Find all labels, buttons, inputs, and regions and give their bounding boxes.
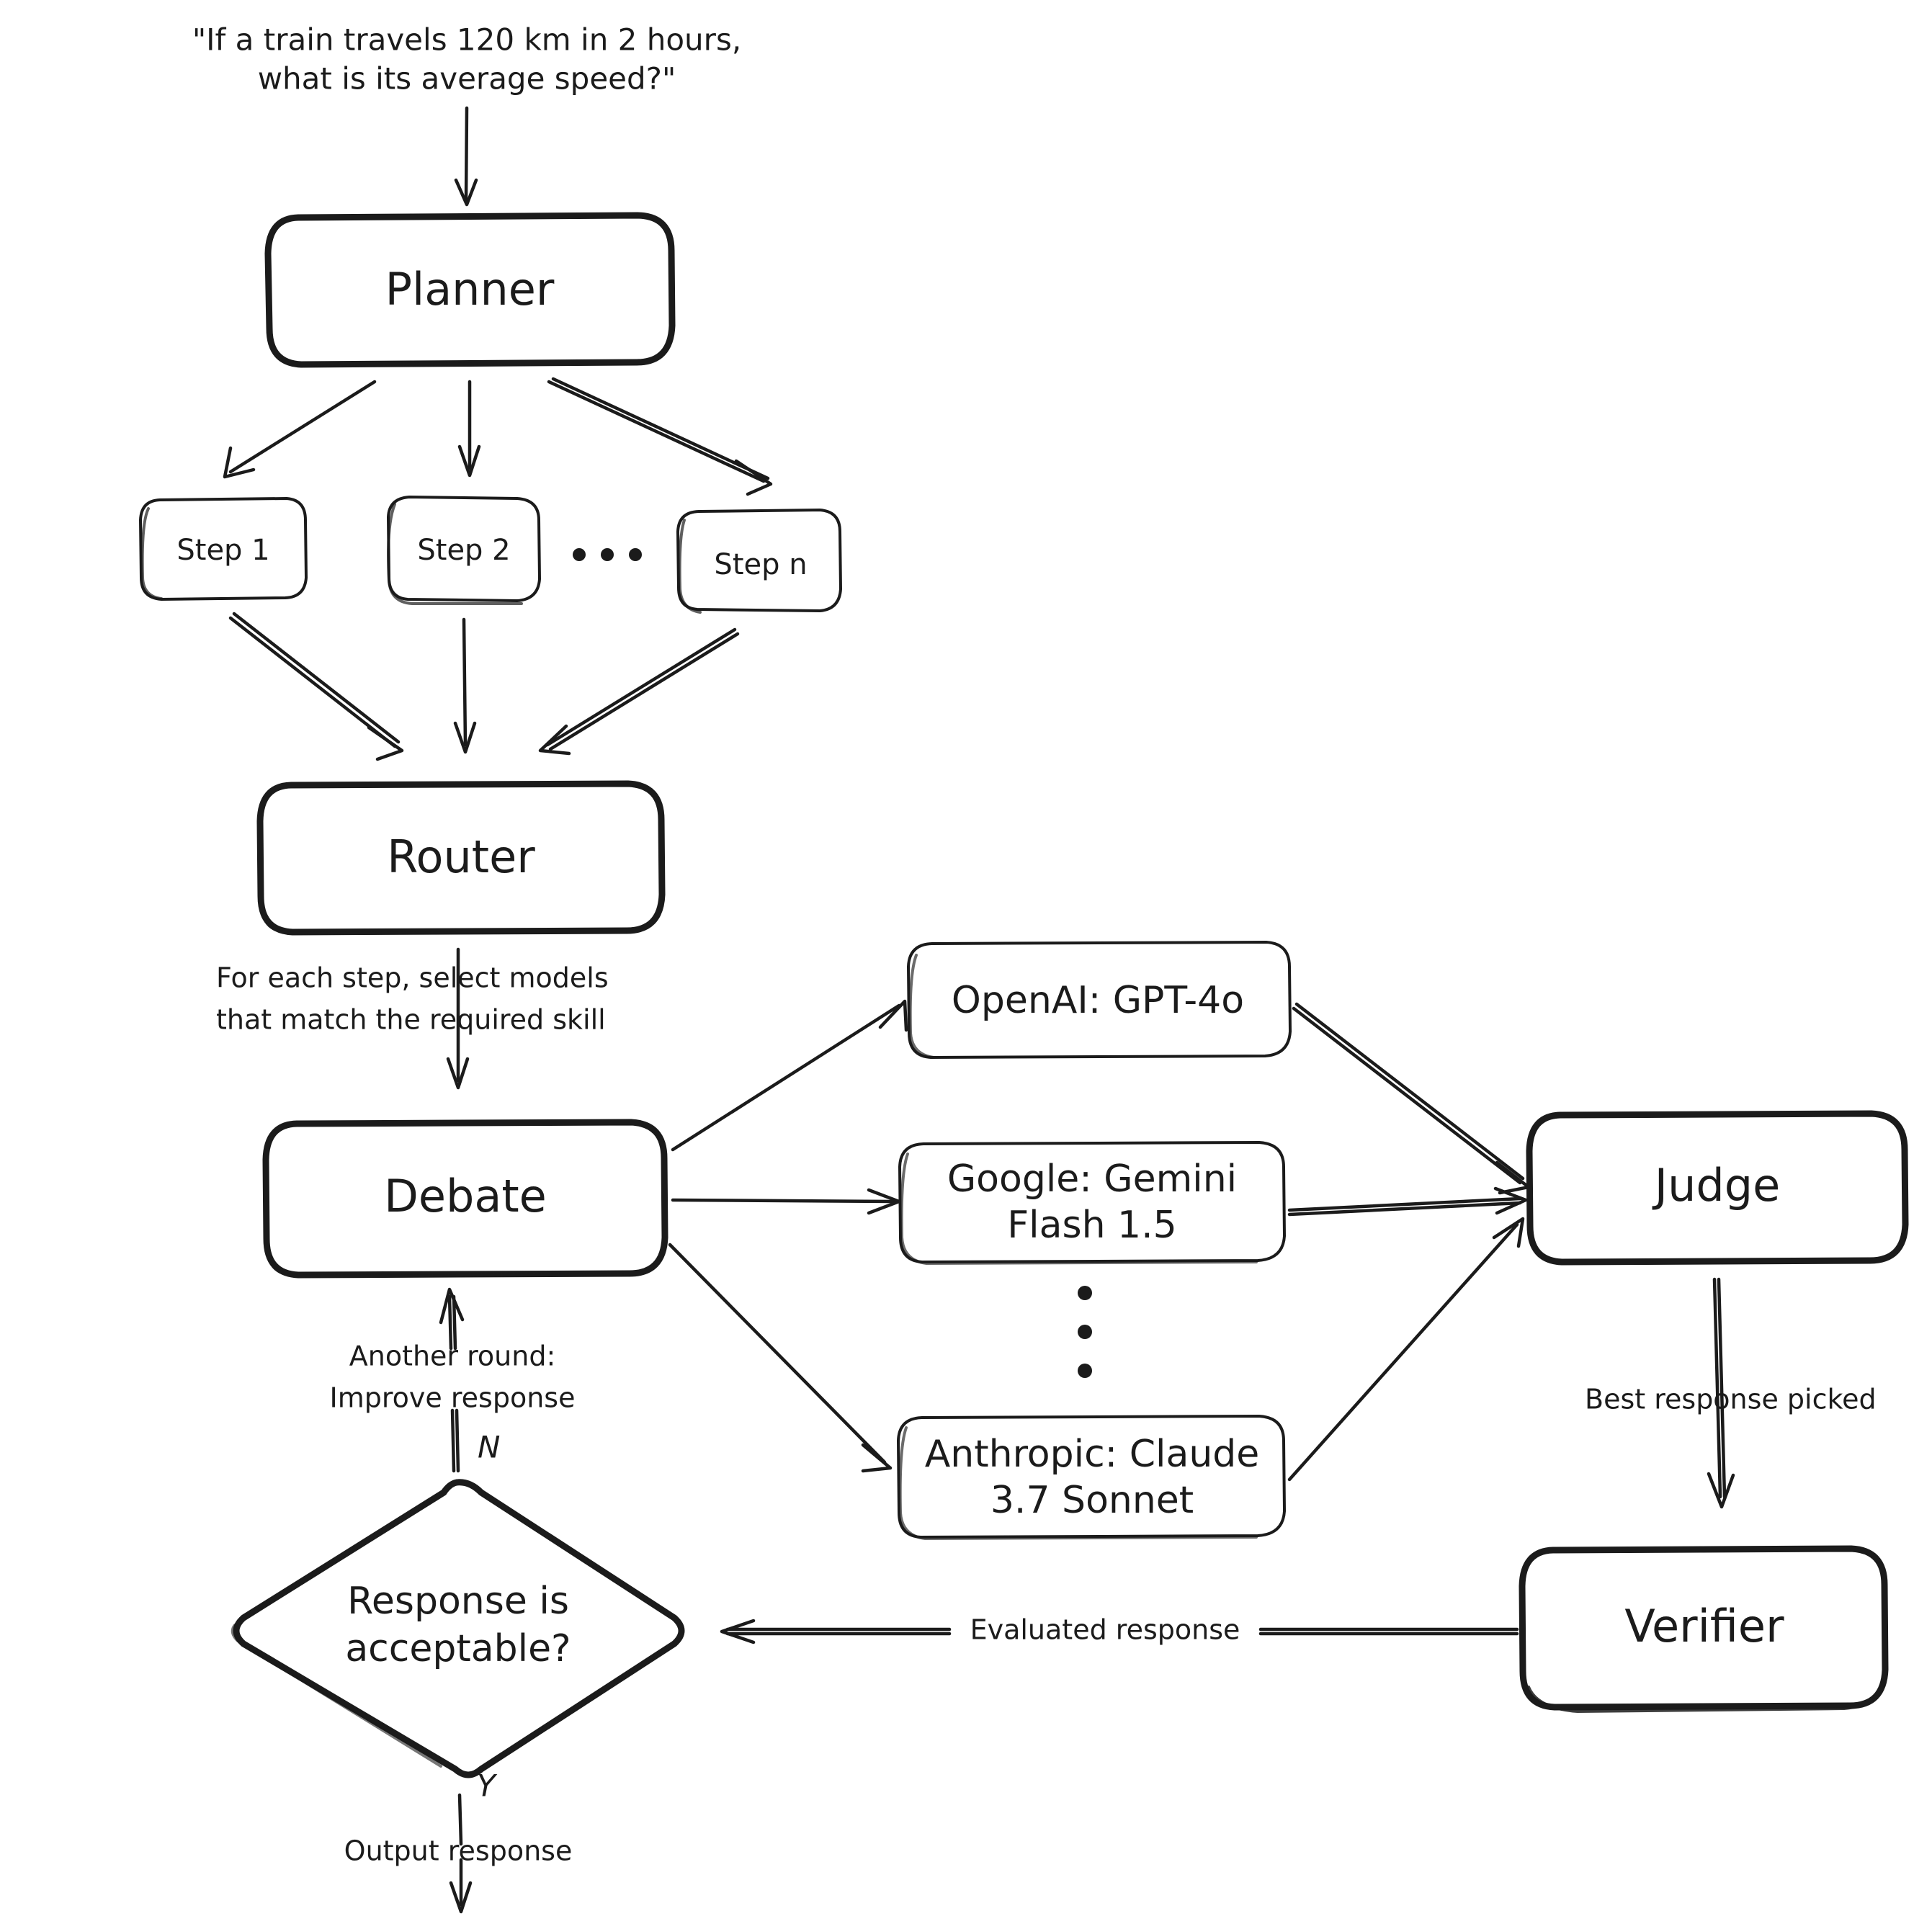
models-vertical-ellipsis: [1078, 1286, 1092, 1378]
node-model-google[interactable]: Google: Gemini Flash 1.5: [898, 1141, 1286, 1265]
node-router-label: Router: [387, 831, 535, 883]
node-model-anthropic-label-line-1: Anthropic: Claude: [925, 1433, 1260, 1476]
node-model-google-label-line-2: Flash 1.5: [1007, 1204, 1177, 1247]
judge-verifier-label: Best response picked: [1585, 1384, 1877, 1415]
edge-openai-to-judge: [1292, 1002, 1531, 1195]
edge-planner-to-step2: [457, 380, 481, 478]
node-decision-label-line-2: acceptable?: [345, 1627, 571, 1670]
node-judge-label: Judge: [1652, 1159, 1780, 1212]
node-planner[interactable]: Planner: [264, 212, 676, 368]
node-verifier-label: Verifier: [1624, 1600, 1784, 1652]
prompt-caption: "If a train travels 120 km in 2 hours, w…: [192, 22, 741, 97]
node-step-n[interactable]: Step n: [676, 509, 842, 614]
decision-debate-label-line-1: Another round:: [349, 1341, 556, 1372]
edge-step1-to-router: [228, 612, 404, 761]
edge-stepn-to-router: [538, 627, 740, 756]
edge-step2-to-router: [453, 617, 477, 754]
edge-planner-to-stepn: [547, 377, 773, 496]
node-debate-label: Debate: [384, 1170, 547, 1222]
node-step-2-label: Step 2: [417, 534, 510, 567]
edge-judge-to-verifier: [1707, 1277, 1735, 1509]
node-judge[interactable]: Judge: [1526, 1110, 1909, 1266]
edge-decision-output: Y Output response: [344, 1768, 573, 1914]
node-decision-label-line-1: Response is: [347, 1580, 569, 1623]
node-model-google-label-line-1: Google: Gemini: [947, 1158, 1237, 1201]
edge-anthropic-to-judge: [1287, 1217, 1525, 1482]
node-step-2[interactable]: Step 2: [387, 496, 541, 605]
node-step-1[interactable]: Step 1: [139, 497, 308, 601]
edge-router-to-debate: [446, 947, 470, 1090]
edge-label-judge-to-verifier: Best response picked: [1585, 1384, 1877, 1415]
verifier-decision-label: Evaluated response: [970, 1614, 1240, 1646]
edge-verifier-to-decision: Evaluated response: [720, 1614, 1519, 1646]
edge-google-to-judge: [1287, 1186, 1528, 1217]
node-step-n-label: Step n: [714, 548, 807, 581]
node-model-anthropic-label-line-2: 3.7 Sonnet: [990, 1479, 1194, 1522]
edge-decision-to-debate: N Another round: Improve response: [330, 1287, 576, 1473]
prompt-line-1: "If a train travels 120 km in 2 hours,: [192, 22, 741, 58]
node-model-anthropic[interactable]: Anthropic: Claude 3.7 Sonnet: [897, 1415, 1286, 1540]
prompt-line-2: what is its average speed?": [258, 61, 676, 97]
node-debate[interactable]: Debate: [262, 1119, 668, 1279]
steps-ellipsis: [573, 548, 642, 561]
edge-debate-to-google: [671, 1188, 901, 1215]
edge-planner-to-step1: [223, 380, 377, 479]
edge-prompt-to-planner: [454, 106, 478, 207]
decision-output-label: Output response: [344, 1835, 573, 1867]
decision-debate-label-line-2: Improve response: [330, 1382, 576, 1414]
decision-branch-yes-label: Y: [477, 1768, 498, 1804]
node-router[interactable]: Router: [256, 780, 666, 936]
router-debate-label-line-2: that match the required skill: [216, 1004, 606, 1036]
decision-branch-no-label: N: [478, 1430, 500, 1465]
edge-debate-to-openai: [671, 999, 908, 1152]
node-model-openai-label: OpenAI: GPT-4o: [952, 979, 1244, 1022]
node-verifier[interactable]: Verifier: [1519, 1545, 1889, 1713]
edge-label-router-to-debate: For each step, select models that match …: [216, 962, 609, 1036]
edge-debate-to-anthropic: [668, 1243, 893, 1473]
node-planner-label: Planner: [385, 263, 555, 315]
node-step-1-label: Step 1: [176, 534, 269, 567]
node-model-openai[interactable]: OpenAI: GPT-4o: [907, 941, 1292, 1059]
node-decision[interactable]: Response is acceptable?: [231, 1479, 685, 1778]
router-debate-label-line-1: For each step, select models: [216, 962, 609, 994]
